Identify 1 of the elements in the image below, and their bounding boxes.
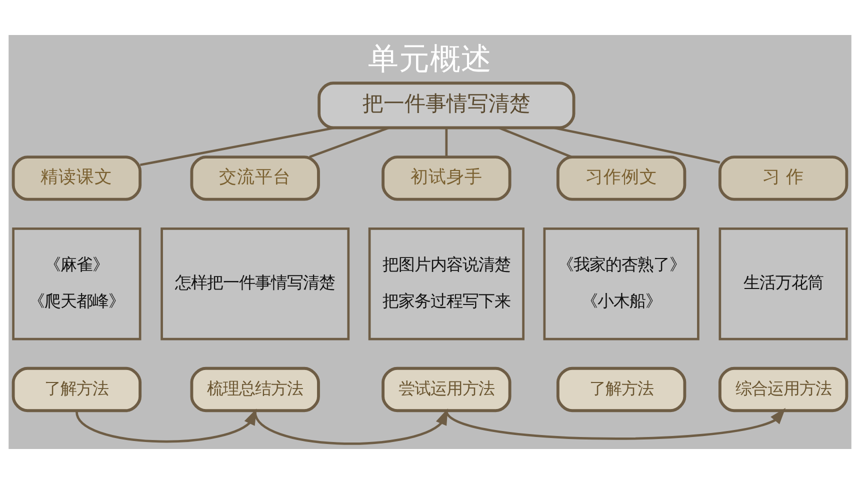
diagram-title: 单元概述 — [368, 41, 492, 76]
